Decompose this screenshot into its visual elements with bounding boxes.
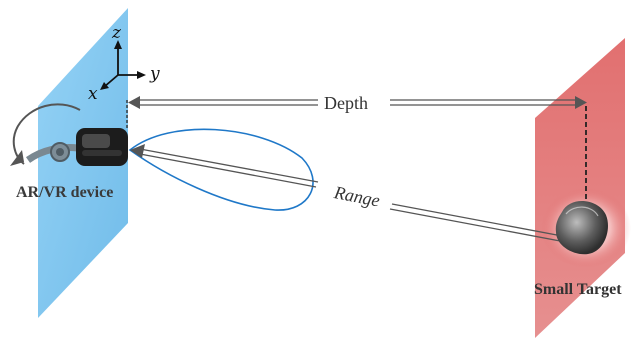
range-arrowhead-left — [130, 144, 145, 158]
vr-headset-icon — [10, 100, 128, 166]
range-label: Range — [332, 182, 382, 211]
device-caption: AR/VR device — [16, 184, 113, 201]
depth-arrow — [136, 99, 578, 106]
target-caption: Small Target — [534, 281, 622, 298]
range-arrow — [139, 148, 579, 245]
target-blob-icon — [555, 201, 608, 255]
depth-label: Depth — [324, 93, 368, 113]
depth-arrowhead-left — [128, 96, 140, 109]
axis-y-label: y — [149, 64, 160, 84]
range-lobe — [128, 128, 314, 211]
axis-z-label: z — [111, 23, 122, 43]
depth-arrowhead-right — [575, 96, 587, 109]
coordinate-axes — [100, 40, 146, 90]
axis-x-label: x — [88, 84, 98, 104]
